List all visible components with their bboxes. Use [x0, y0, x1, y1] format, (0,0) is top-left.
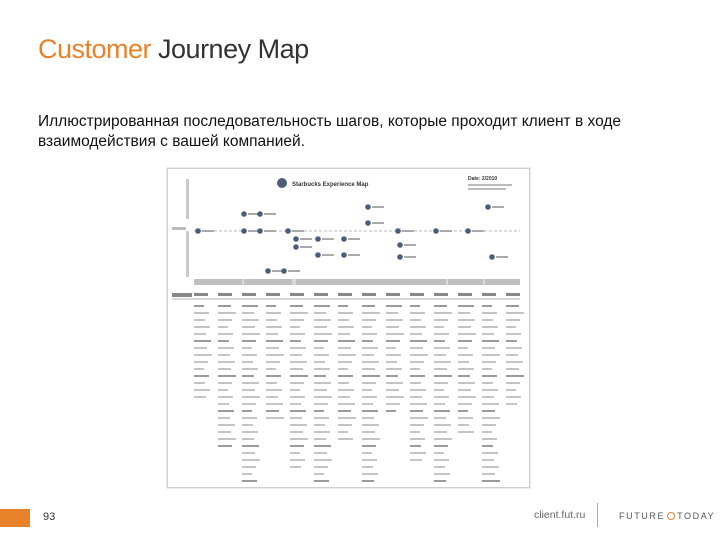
journey-node-icon [433, 228, 439, 234]
journey-node-icon [397, 254, 403, 260]
map-date: Date: 2/2010 [468, 176, 497, 182]
journey-node-icon [293, 244, 299, 250]
journey-map-illustration: Starbucks Experience Map Date: 2/2010 [172, 176, 524, 482]
title-accent: Customer [38, 34, 152, 64]
journey-node-icon [257, 211, 263, 217]
footer-url[interactable]: client.fut.ru [534, 509, 586, 521]
journey-node-icon [485, 204, 491, 210]
footer-divider [597, 503, 598, 527]
journey-node-icon [489, 254, 495, 260]
journey-node-icon [257, 228, 263, 234]
page-number: 93 [43, 511, 56, 523]
logo-ring-icon [667, 512, 676, 520]
journey-node-icon [397, 242, 403, 248]
journey-node-icon [281, 268, 287, 274]
future-today-logo: FUTURE TODAY [619, 511, 715, 521]
journey-node-icon [195, 228, 201, 234]
journey-node-icon [365, 204, 371, 210]
logo-right: TODAY [677, 511, 716, 521]
journey-node-icon [341, 236, 347, 242]
logo-left: FUTURE [619, 511, 666, 521]
journey-node-icon [293, 236, 299, 242]
journey-node-icon [341, 252, 347, 258]
journey-node-icon [315, 252, 321, 258]
journey-node-icon [265, 268, 271, 274]
footer-accent-bar [0, 509, 30, 527]
journey-node-icon [241, 211, 247, 217]
map-title: Starbucks Experience Map [292, 182, 369, 188]
journey-node-icon [315, 236, 321, 242]
journey-node-icon [395, 228, 401, 234]
journey-node-icon [285, 228, 291, 234]
journey-node-icon [365, 220, 371, 226]
subtitle: Иллюстрированная последовательность шаго… [38, 113, 622, 150]
slide-title: Customer Journey Map [38, 34, 309, 65]
map-header-node-icon [277, 178, 287, 188]
journey-node-icon [465, 228, 471, 234]
title-rest: Journey Map [151, 34, 309, 64]
journey-map-image: Starbucks Experience Map Date: 2/2010 [167, 168, 530, 488]
journey-node-icon [241, 228, 247, 234]
